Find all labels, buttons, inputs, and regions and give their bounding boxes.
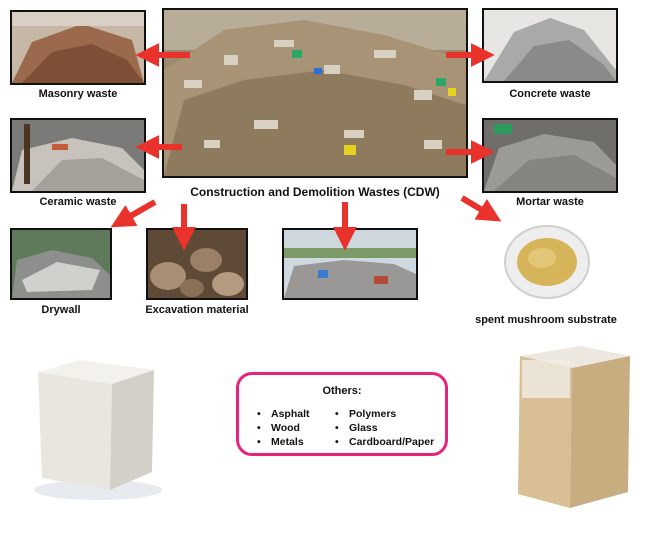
- tan-cube-photo: [512, 342, 636, 512]
- others-box: Others: Asphalt Wood Metals Polymers Gla…: [236, 372, 448, 456]
- mortar-waste-label: Mortar waste: [516, 196, 584, 208]
- others-item-polymers: Polymers: [335, 407, 434, 421]
- masonry-waste-label: Masonry waste: [38, 88, 118, 100]
- others-item-asphalt: Asphalt: [257, 407, 310, 421]
- cdw-main-photo: [162, 8, 468, 178]
- others-item-cardboard-paper: Cardboard/Paper: [335, 435, 434, 449]
- excavation-material-photo: [146, 228, 248, 300]
- ceramic-waste-label: Ceramic waste: [39, 196, 117, 208]
- arrow-to-sms: [460, 195, 502, 222]
- others-item-metals: Metals: [257, 435, 310, 449]
- spent-mushroom-substrate-photo: [500, 218, 594, 302]
- others-item-glass: Glass: [335, 421, 434, 435]
- drywall-label: Drywall: [41, 304, 81, 316]
- white-cube-photo: [28, 340, 166, 502]
- concrete-waste-label: Concrete waste: [509, 88, 591, 100]
- ceramic-waste-photo: [10, 118, 146, 193]
- mixed-waste-photo: [282, 228, 418, 300]
- excavation-material-label: Excavation material: [145, 304, 249, 316]
- spent-mushroom-substrate-label: spent mushroom substrate: [475, 314, 617, 326]
- mortar-waste-photo: [482, 118, 618, 193]
- cdw-title: Construction and Demolition Wastes (CDW): [190, 185, 440, 199]
- arrow-to-drywall: [110, 199, 157, 228]
- masonry-waste-photo: [10, 10, 146, 85]
- others-item-wood: Wood: [257, 421, 310, 435]
- others-title: Others:: [322, 385, 362, 397]
- others-list-right: Polymers Glass Cardboard/Paper: [335, 407, 434, 449]
- concrete-waste-photo: [482, 8, 618, 83]
- others-list-left: Asphalt Wood Metals: [257, 407, 310, 449]
- drywall-photo: [10, 228, 112, 300]
